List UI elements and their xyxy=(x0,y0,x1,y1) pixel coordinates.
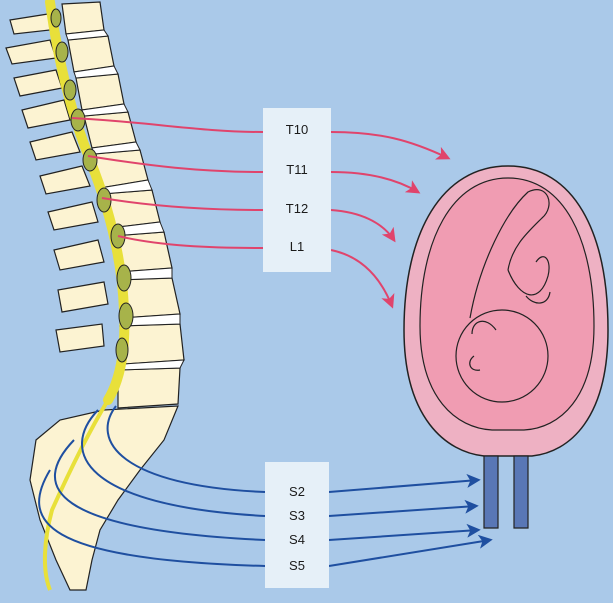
segment-label-s4: S4 xyxy=(289,532,305,547)
nerve-s3 xyxy=(81,409,266,517)
segment-label-s2: S2 xyxy=(289,484,305,499)
spinous-processes xyxy=(5,13,109,353)
arrow-s5 xyxy=(328,534,493,567)
nerve-s2 xyxy=(106,405,266,493)
cauda-equina xyxy=(42,398,110,591)
nerve-l1 xyxy=(117,235,264,249)
nerve-t10 xyxy=(71,117,264,133)
uterus-cavity xyxy=(419,177,595,431)
segment-label-t12: T12 xyxy=(285,201,309,216)
spinal-column xyxy=(5,0,185,591)
fetus xyxy=(455,189,551,403)
segment-label-s3: S3 xyxy=(289,508,305,523)
segment-label-t10: T10 xyxy=(285,122,309,137)
nerve-t12 xyxy=(101,197,264,211)
arrow-t12 xyxy=(330,209,396,243)
arrow-s4 xyxy=(328,523,481,541)
lower-nerve-pathways xyxy=(38,405,493,567)
cervix xyxy=(483,455,529,529)
nerve-t11 xyxy=(87,155,264,173)
nerve-s5 xyxy=(38,469,266,567)
arrow-s3 xyxy=(328,499,479,517)
nerve-s4 xyxy=(53,439,266,541)
segment-label-t11: T11 xyxy=(286,162,308,177)
arrow-t10 xyxy=(330,131,451,160)
arrow-t11 xyxy=(330,171,421,194)
arrow-s2 xyxy=(328,473,481,493)
lower-segment-label-box: S2 S3 S4 S5 xyxy=(265,462,329,588)
segment-label-l1: L1 xyxy=(289,239,305,254)
upper-segment-label-box: T10 T11 T12 L1 xyxy=(263,108,331,272)
sacrum xyxy=(29,405,179,591)
upper-nerve-pathways xyxy=(71,117,451,309)
uterus xyxy=(403,165,609,529)
arrow-l1 xyxy=(330,249,395,309)
segment-label-s5: S5 xyxy=(289,558,305,573)
